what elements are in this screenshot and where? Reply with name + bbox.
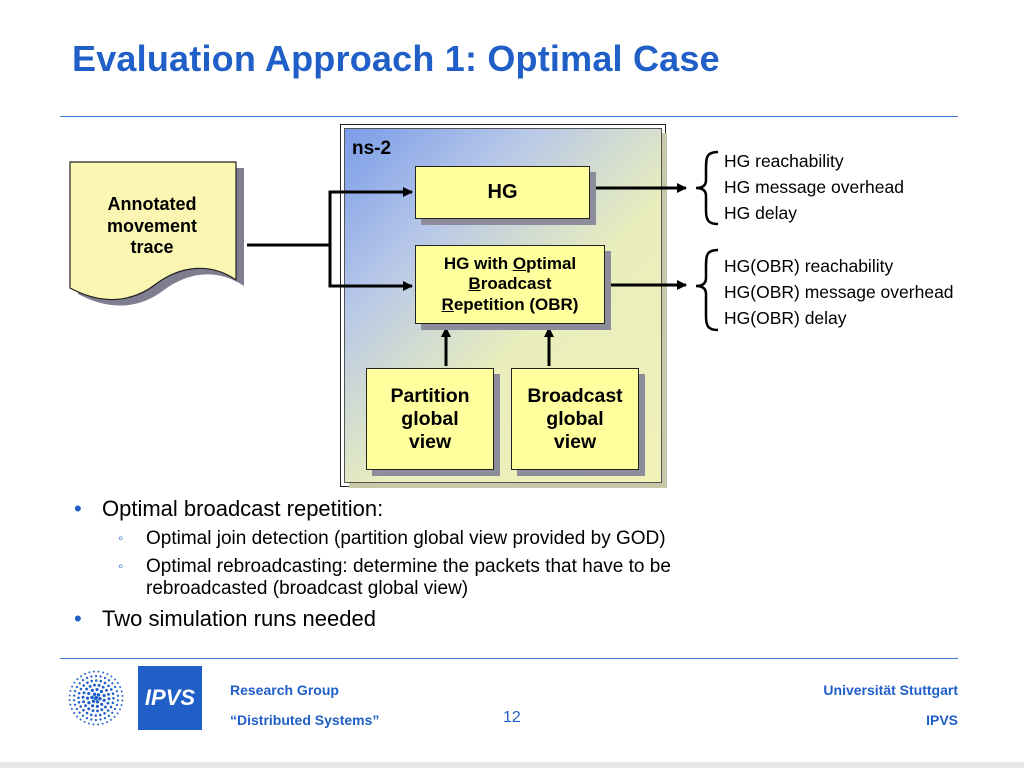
- footer-university: Universität Stuttgart: [823, 682, 958, 698]
- footer-research-group: Research Group: [230, 682, 339, 698]
- hg-metric-reachability: HG reachability: [724, 151, 844, 171]
- annotated-trace-label: Annotated movement trace: [72, 194, 232, 259]
- university-logo-icon: [68, 670, 124, 726]
- broadcast-box-label: Broadcast global view: [527, 384, 623, 453]
- hg-obr-box-label: HG with Optimal Broadcast Repetition (OB…: [441, 254, 579, 314]
- partition-box-label: Partition global view: [390, 384, 470, 453]
- footer-ipvs: IPVS: [926, 712, 958, 728]
- footer-distributed-systems: “Distributed Systems”: [230, 712, 380, 728]
- doc-line-1: Annotated: [107, 194, 197, 214]
- hg-obr-box: HG with Optimal Broadcast Repetition (OB…: [415, 245, 605, 324]
- bullet-list: • Optimal broadcast repetition: ◦ Optima…: [74, 496, 954, 638]
- title-divider: [60, 116, 958, 117]
- obr-metrics-brace: [695, 248, 719, 332]
- hg-metrics-brace: [695, 150, 719, 226]
- sub-bullet-item: ◦ Optimal join detection (partition glob…: [118, 528, 666, 549]
- hg-box: HG: [415, 166, 590, 219]
- footer-divider: [60, 658, 958, 659]
- doc-line-2: movement: [106, 215, 198, 236]
- sub-bullet-circle-icon: ◦: [118, 530, 124, 547]
- hg-metrics-list: HG reachability HG message overhead HG d…: [724, 148, 904, 226]
- obr-metric-overhead: HG(OBR) message overhead: [724, 282, 954, 302]
- obr-metric-reachability: HG(OBR) reachability: [724, 256, 894, 276]
- bullet-dot-icon: •: [74, 606, 82, 631]
- ns2-label: ns-2: [352, 138, 392, 159]
- doc-line-3: trace: [130, 237, 174, 258]
- bullet-dot-icon: •: [74, 496, 82, 521]
- hg-metric-delay: HG delay: [724, 203, 797, 223]
- annotated-trace-document: [69, 161, 244, 306]
- obr-metric-delay: HG(OBR) delay: [724, 308, 847, 328]
- bullet-item: • Optimal broadcast repetition:: [74, 496, 384, 521]
- broadcast-global-view-box: Broadcast global view: [511, 368, 639, 470]
- page-number: 12: [503, 709, 521, 726]
- obr-metrics-list: HG(OBR) reachability HG(OBR) message ove…: [724, 253, 954, 331]
- bottom-bar: [0, 762, 1024, 768]
- sub-bullet-item: ◦ Optimal rebroadcasting: determine the …: [118, 556, 671, 599]
- slide-title: Evaluation Approach 1: Optimal Case: [72, 38, 720, 79]
- sub-bullet-circle-icon: ◦: [118, 558, 124, 575]
- bullet-item: • Two simulation runs needed: [74, 606, 376, 631]
- hg-box-label: HG: [487, 180, 518, 203]
- ipvs-logo: IPVS: [138, 666, 202, 730]
- partition-global-view-box: Partition global view: [366, 368, 494, 470]
- hg-metric-overhead: HG message overhead: [724, 177, 904, 197]
